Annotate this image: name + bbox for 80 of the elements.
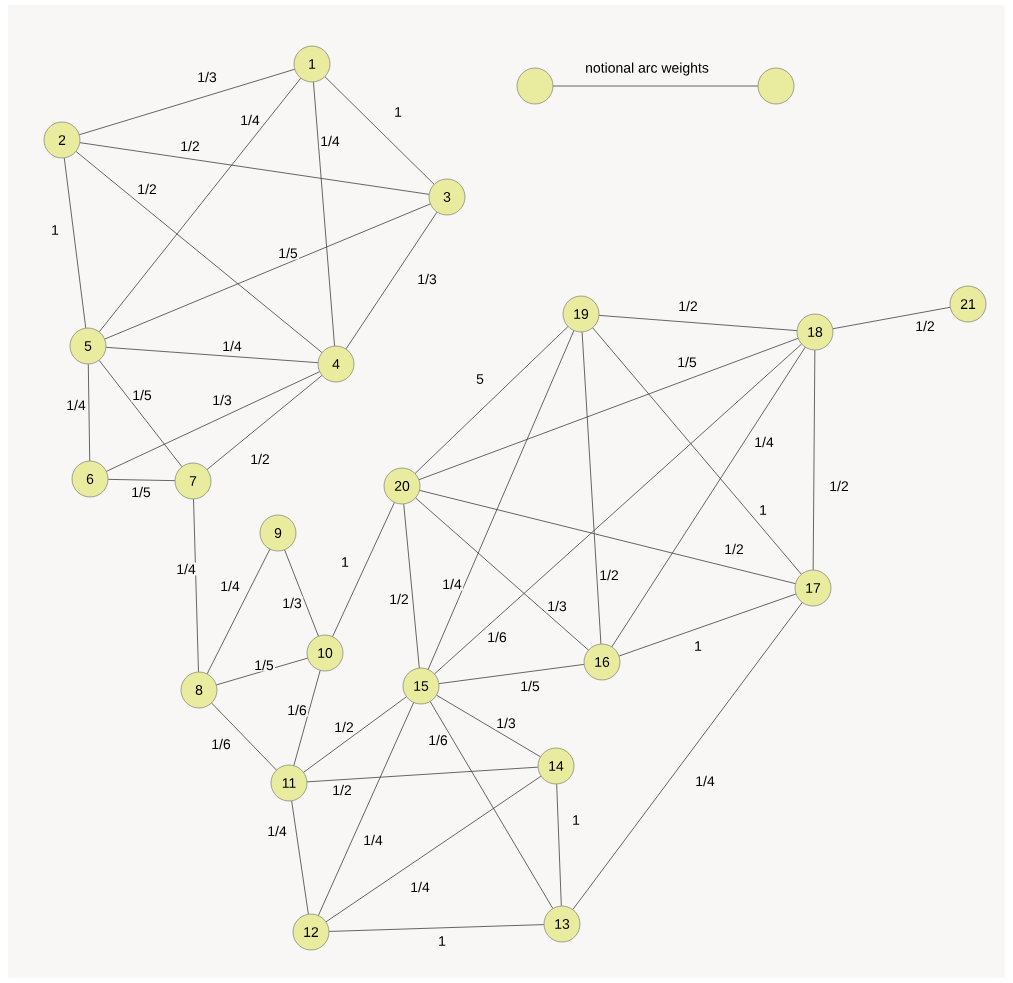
edge-line [436, 694, 541, 758]
edge-line [318, 702, 414, 916]
edge-label: 1 [339, 555, 351, 569]
edge-line [193, 498, 199, 673]
edge-line [107, 478, 176, 482]
edge-label: 1 [757, 503, 769, 517]
edge-line [79, 68, 295, 136]
edge-label: 5 [474, 372, 486, 386]
edge-line [592, 327, 802, 575]
edge-line [98, 77, 302, 333]
numbered-node: 8 [180, 671, 218, 709]
edge-label: 1 [49, 223, 61, 237]
edge-line [293, 670, 321, 766]
numbered-node: 7 [174, 462, 212, 500]
numbered-node: 6 [71, 460, 109, 498]
numbered-node: 16 [583, 643, 621, 681]
edge-line [332, 502, 395, 637]
edge-line [419, 490, 796, 584]
edge-line [325, 775, 542, 923]
edge-line [313, 81, 335, 347]
edge-label: 1 [436, 934, 448, 948]
numbered-node: 5 [69, 327, 107, 365]
edge-line [306, 766, 539, 783]
numbered-node: 10 [306, 634, 344, 672]
numbered-node: 11 [270, 764, 308, 802]
edge-line [345, 211, 438, 350]
edge-label: 1 [570, 813, 582, 827]
edge-line [79, 142, 430, 195]
edge-line [105, 346, 319, 364]
edge-line [403, 503, 420, 669]
numbered-node: 19 [562, 295, 600, 333]
numbered-node: 21 [949, 285, 987, 323]
edge-line [291, 800, 309, 915]
edge-line [434, 343, 802, 675]
edge-line [598, 315, 798, 331]
numbered-node: 13 [543, 905, 581, 943]
edge-line [556, 783, 562, 907]
edge-line [75, 151, 323, 353]
numbered-node: 4 [317, 345, 355, 383]
edge-line [611, 346, 806, 648]
edge-line [552, 85, 759, 87]
edge-label: notional arc weights [583, 61, 711, 77]
edge-line [418, 338, 799, 481]
numbered-node: 17 [794, 569, 832, 607]
edge-label: 1 [392, 105, 404, 119]
edge-line [415, 497, 589, 651]
node-circle [757, 67, 795, 105]
edge-line [438, 664, 585, 684]
edge-line [216, 657, 308, 686]
edge-line [87, 363, 91, 462]
numbered-node: 20 [383, 467, 421, 505]
edge-line [427, 330, 575, 670]
edge-line [206, 375, 323, 470]
edge-line [581, 331, 602, 645]
edge-line [812, 349, 816, 571]
numbered-node: 2 [43, 121, 81, 159]
edge-line [572, 602, 803, 910]
edge-line [63, 157, 87, 329]
edge-line [618, 593, 797, 657]
edge-line [414, 326, 569, 474]
numbered-node: 9 [259, 514, 297, 552]
numbered-node: 18 [796, 313, 834, 351]
edge-line [211, 702, 277, 771]
edge-line [328, 924, 545, 932]
numbered-node: 12 [292, 913, 330, 951]
numbered-node: 14 [537, 747, 575, 785]
numbered-node: 1 [293, 45, 331, 83]
edge-line [98, 360, 183, 467]
edge-line [284, 549, 319, 637]
node-circle [516, 67, 554, 105]
edge-line [104, 203, 431, 340]
edge-line [324, 76, 435, 185]
numbered-node: 15 [402, 667, 440, 705]
edge-line [303, 696, 407, 773]
edge-line [429, 701, 554, 909]
numbered-node: 3 [428, 178, 466, 216]
edge-line [832, 306, 951, 330]
edge-label: 1 [692, 639, 704, 653]
edge-line [206, 548, 271, 675]
edge-line [106, 371, 320, 472]
